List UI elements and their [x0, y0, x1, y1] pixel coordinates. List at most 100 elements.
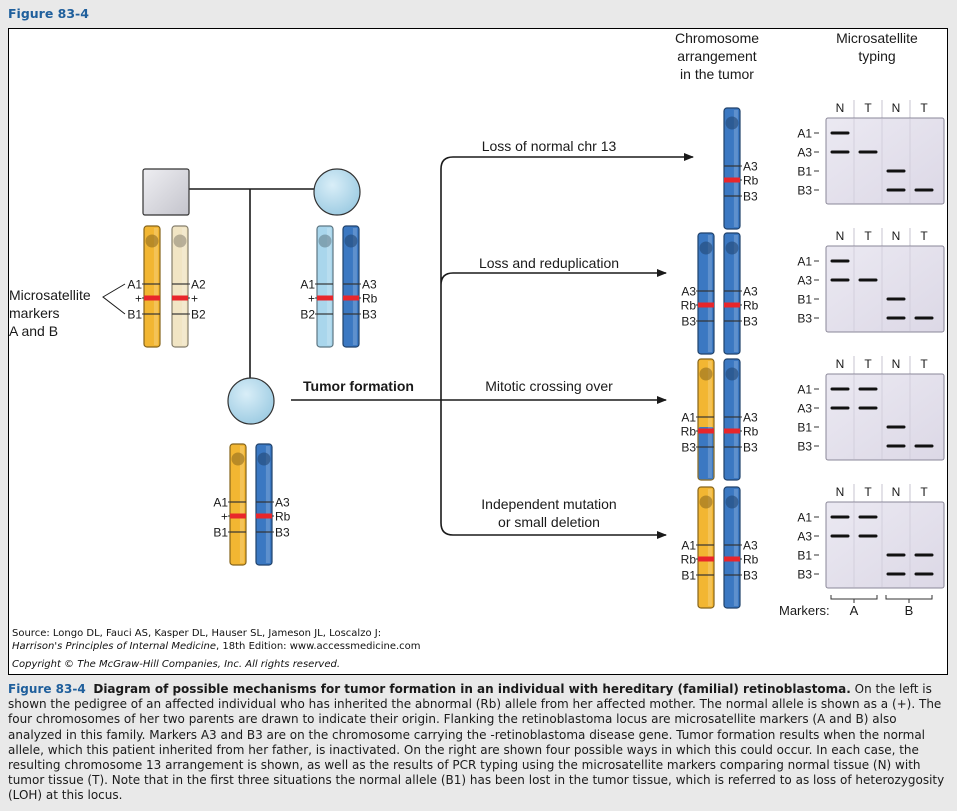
chromosome-label: A1 — [681, 411, 696, 425]
chromosome-label: A2 — [191, 278, 206, 292]
chromosome-body — [342, 225, 360, 348]
gel-row-label: A1 — [797, 127, 812, 141]
gel-column-label: N — [892, 485, 901, 499]
rb-locus-band — [144, 295, 160, 301]
source-credit: Source: Longo DL, Fauci AS, Kasper DL, H… — [12, 627, 421, 671]
chromosome-label: B3 — [275, 526, 290, 540]
chromosome-highlight — [733, 110, 738, 227]
chromosome-label: Rb — [362, 292, 378, 306]
chromosome-label: B3 — [681, 441, 696, 455]
gel-row-label: A3 — [797, 530, 812, 544]
chromosome-label: A1 — [681, 539, 696, 553]
chromosome-label: B3 — [743, 441, 758, 455]
book-title: Harrison's Principles of Internal Medici… — [12, 641, 217, 652]
rb-locus-band — [343, 295, 359, 301]
mechanism-label: Loss and reduplication — [479, 255, 619, 271]
rb-locus-band — [698, 556, 714, 562]
header-chromosome-arrangement: Chromosome arrangement in the tumor — [675, 30, 759, 82]
centromere — [725, 367, 739, 381]
gel-background — [825, 117, 945, 205]
rb-locus-band — [698, 302, 714, 308]
chromosome-label: Rb — [681, 553, 697, 567]
gel-column-label: T — [920, 229, 928, 243]
gel-column-label: T — [864, 101, 872, 115]
mechanism-label: Independent mutation — [481, 496, 616, 512]
chromosome-label: Rb — [743, 425, 759, 439]
gel-row-label: A3 — [797, 146, 812, 160]
chromosome: A2+B2 — [171, 225, 206, 348]
centromere — [231, 452, 245, 466]
rb-locus-band — [724, 556, 740, 562]
chromosome-highlight — [707, 235, 712, 352]
gel-column-label: N — [892, 357, 901, 371]
rb-locus-band — [724, 177, 740, 183]
caption-body: On the left is shown the pedigree of an … — [8, 682, 945, 803]
child-symbol — [227, 377, 275, 425]
figure-caption: Figure 83-4 Diagram of possible mechanis… — [8, 682, 946, 804]
mechanism-arrows — [441, 153, 694, 539]
gel-column-label: N — [892, 101, 901, 115]
rb-locus-band — [230, 513, 246, 519]
caption-title: Diagram of possible mechanisms for tumor… — [93, 682, 851, 696]
chromosome-highlight — [181, 228, 186, 345]
chromosome-highlight — [326, 228, 331, 345]
chromosome-label: A3 — [743, 411, 758, 425]
gel-row-label: A3 — [797, 274, 812, 288]
centromere — [257, 452, 271, 466]
gel-row-label: B3 — [797, 184, 812, 198]
gel-row-label: B3 — [797, 312, 812, 326]
pedigree-lines — [169, 156, 454, 536]
figure-label: Figure 83-4 — [8, 6, 89, 21]
gel-column-label: T — [920, 101, 928, 115]
chromosome-label: A1 — [213, 496, 228, 510]
figure-frame: Chromosome arrangement in the tumor Micr… — [8, 28, 948, 675]
chromosome-label: A3 — [681, 285, 696, 299]
chromosome-label: + — [135, 292, 142, 306]
chromosome-label: A3 — [743, 285, 758, 299]
copyright: Copyright © The McGraw-Hill Companies, I… — [12, 659, 341, 670]
gel-row-label: B3 — [797, 440, 812, 454]
gel-row-label: B3 — [797, 568, 812, 582]
chromosome-body — [723, 107, 741, 230]
chromosome-label: B2 — [300, 308, 315, 322]
gel-row-label: A1 — [797, 511, 812, 525]
marker-group-b: B — [905, 603, 914, 618]
chromosome-body — [229, 443, 247, 566]
chromosome-label: B3 — [743, 190, 758, 204]
gel-column-label: T — [920, 357, 928, 371]
chromosome-highlight — [733, 361, 738, 478]
rb-locus-band — [724, 302, 740, 308]
rb-locus-band — [256, 513, 272, 519]
markers-label-line: Microsatellite — [9, 287, 91, 303]
centromere — [318, 234, 332, 248]
chromosome-highlight — [733, 489, 738, 606]
tumor-formation-label: Tumor formation — [303, 378, 414, 394]
chromosome-label: B3 — [743, 315, 758, 329]
markers-bracket — [102, 283, 126, 315]
header-line: Microsatellite — [836, 30, 918, 46]
mechanism-label: or small deletion — [498, 514, 600, 530]
marker-group-a: A — [850, 603, 859, 618]
chromosome: A1+B1 — [213, 443, 247, 566]
chromosome-label: A1 — [127, 278, 142, 292]
mother-symbol — [313, 168, 361, 216]
crossover-segment — [698, 427, 714, 480]
rb-locus-band — [698, 428, 714, 434]
centromere — [699, 367, 713, 381]
gel-row-label: A3 — [797, 402, 812, 416]
chromosome-label: A3 — [743, 539, 758, 553]
chromosome-highlight — [265, 446, 270, 563]
gel-row-label: B1 — [797, 549, 812, 563]
chromosome-label: A1 — [300, 278, 315, 292]
header-microsatellite-typing: Microsatellite typing — [836, 30, 918, 64]
gel-column-label: N — [836, 485, 845, 499]
chromosome-label: B1 — [213, 526, 228, 540]
source-line-1: Source: Longo DL, Fauci AS, Kasper DL, H… — [12, 628, 382, 639]
chromosome-label: + — [308, 292, 315, 306]
